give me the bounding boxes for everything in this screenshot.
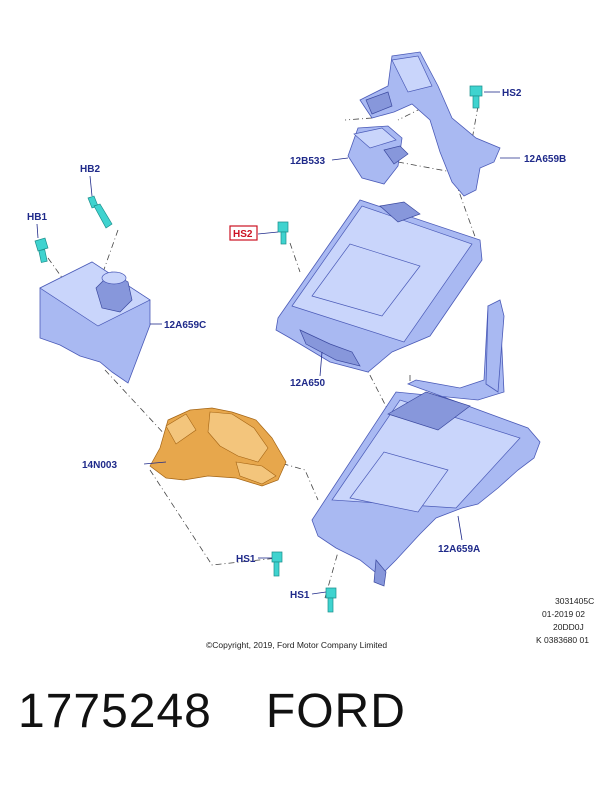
label-12a659c: 12A659C (164, 320, 206, 331)
diagram-code-3: 20DD0J (553, 622, 584, 632)
label-hs1-upper: HS1 (236, 554, 256, 565)
label-hb1: HB1 (27, 212, 47, 223)
part-number: 1775248 (18, 685, 212, 738)
hs2-highlight-box (229, 225, 258, 241)
module-12a650 (275, 199, 483, 373)
label-hb2: HB2 (80, 164, 100, 175)
fastener-hs1-upper (271, 551, 283, 577)
leader-lines (36, 91, 520, 595)
label-12b533: 12B533 (290, 156, 325, 167)
footer-title: 1775248 FORD (18, 684, 406, 739)
brand-name: FORD (265, 685, 406, 738)
fastener-hb1 (34, 237, 49, 263)
insulator-14n003 (149, 407, 287, 487)
copyright-text: ©Copyright, 2019, Ford Motor Company Lim… (206, 640, 387, 650)
label-12a650: 12A650 (290, 378, 325, 389)
bracket-12a659c (39, 261, 151, 384)
label-12a659b: 12A659B (524, 154, 566, 165)
fastener-hs2-top (469, 85, 483, 109)
label-hs2-highlighted: HS2 (233, 229, 253, 240)
label-hs2-top: HS2 (502, 88, 522, 99)
bracket-12a659b (359, 51, 501, 197)
label-12a659a: 12A659A (438, 544, 480, 555)
diagram-codes: 3031405C 01-2019 02 20DD0J K 0383680 01 (536, 596, 594, 645)
diagram-code-4: K 0383680 01 (536, 635, 589, 645)
fastener-hs1-lower (325, 587, 337, 613)
fastener-hb2 (87, 195, 113, 229)
label-14n003: 14N003 (82, 460, 117, 471)
diagram-code-1: 3031405C (555, 596, 594, 606)
label-hs1-lower: HS1 (290, 590, 310, 601)
bracket-12a659a (311, 299, 541, 587)
diagram-code-2: 01-2019 02 (542, 609, 585, 619)
exploded-parts-diagram: HB2 HB1 12A659C 14N003 HS1 HS1 HS2 12A65… (27, 51, 594, 650)
fastener-hs2-highlighted (277, 221, 289, 245)
component-12b533 (347, 125, 409, 185)
